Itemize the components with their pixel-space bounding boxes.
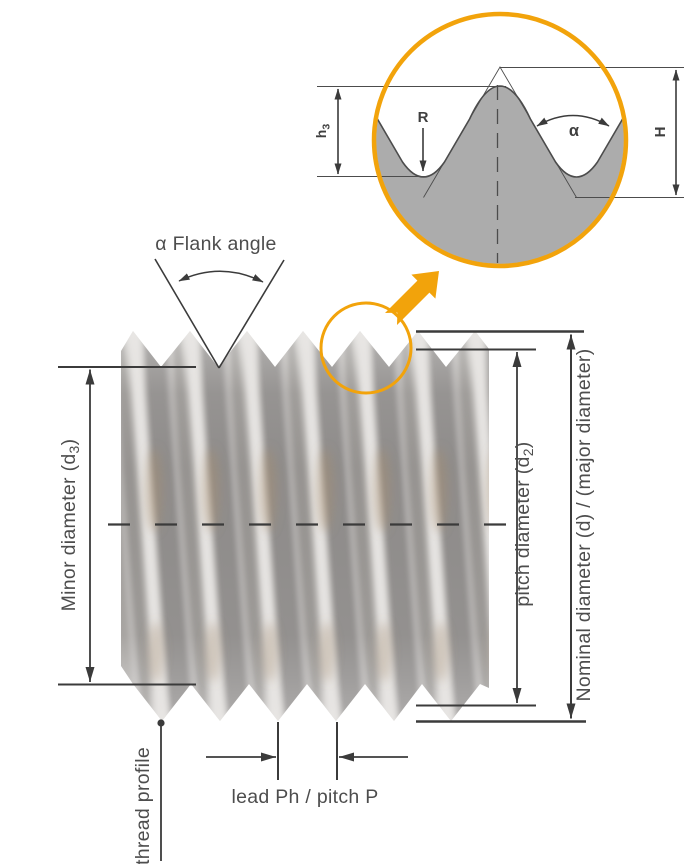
dimension-nominal-diameter: Nominal diameter (d) / (major diameter) [416, 330, 595, 723]
magnifier-inset: h3 R α H [313, 11, 684, 269]
pointer-thread-profile: thread profile [132, 719, 165, 864]
h3-label: h3 [313, 124, 333, 139]
dimension-minor-diameter: Minor diameter (d3) [58, 366, 196, 686]
magnifier-link-circle [319, 301, 413, 395]
inset-thread-profile [376, 85, 624, 264]
zoom-arrow-icon [385, 271, 439, 325]
thread-texture [121, 331, 489, 721]
dimension-lead-pitch: lead Ph / pitch P [206, 722, 408, 808]
flank-angle-arc [178, 270, 264, 283]
nominal-diameter-label: Nominal diameter (d) / (major diameter) [573, 348, 595, 701]
theoretical-profile-lines [423, 66, 577, 198]
leader-dot [157, 719, 165, 727]
height-label: H [652, 127, 669, 138]
pitch-diameter-label: pitch diameter (d2) [512, 441, 536, 606]
radius-label: R [418, 109, 429, 126]
annotation-flank-angle: α Flank angle [154, 233, 285, 369]
inset-dimension-alpha: α [536, 114, 610, 140]
flank-angle-label: α Flank angle [155, 233, 276, 255]
inset-dimension-radius: R [418, 109, 429, 172]
inset-dimension-height: H [652, 69, 680, 196]
inset-dimension-h3: h3 [313, 88, 342, 175]
minor-diameter-label: Minor diameter (d3) [58, 439, 82, 612]
magnifier-ring [371, 11, 629, 269]
thread-profile-label: thread profile [132, 747, 154, 864]
lead-pitch-label: lead Ph / pitch P [231, 786, 378, 808]
alpha-label: α [569, 122, 579, 140]
dimension-pitch-diameter: pitch diameter (d2) [416, 348, 536, 707]
thread-photo [121, 331, 489, 721]
